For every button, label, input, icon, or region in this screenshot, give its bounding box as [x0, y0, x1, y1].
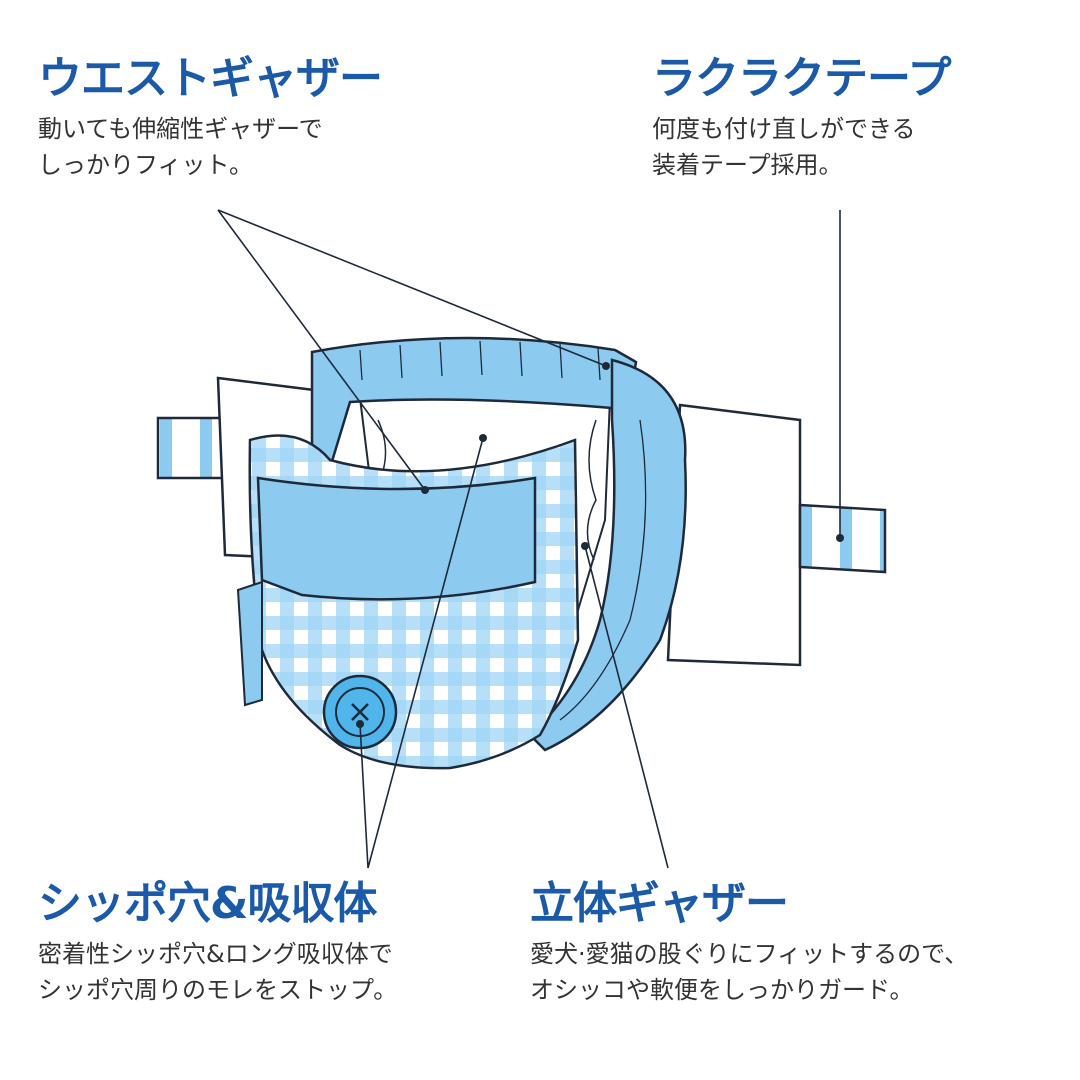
tail-hole-button: [322, 674, 398, 750]
callout-desc: 動いても伸縮性ギャザーで しっかりフィット。: [38, 111, 382, 183]
callout-desc: 愛犬·愛猫の股ぐりにフィットするので、 オシッコや軟便をしっかりガード。: [530, 936, 968, 1008]
callout-title: 立体ギャザー: [530, 878, 789, 929]
leader-dots: [356, 362, 844, 728]
desc-line: 装着テープ採用。: [652, 151, 843, 180]
desc-line: 愛犬·愛猫の股ぐりにフィットするので、: [530, 940, 969, 969]
callout-title: ウエストギャザー: [38, 53, 383, 104]
desc-line: 動いても伸縮性ギャザーで: [38, 115, 323, 144]
callout-tail-hole: シッポ穴&吸収体 密着性シッポ穴&ロング吸収体で シッポ穴周りのモレをストップ。: [38, 878, 397, 1008]
callout-title: シッポ穴&吸収体: [38, 878, 377, 929]
callout-desc: 何度も付け直しができる 装着テープ採用。: [652, 111, 950, 183]
leader-lines: [217, 209, 841, 869]
desc-line: 密着性シッポ穴&ロング吸収体で: [38, 940, 393, 969]
right-back-panel: [666, 403, 802, 667]
left-side-flap: [236, 580, 263, 707]
desc-line: シッポ穴周りのモレをストップ。: [38, 976, 398, 1005]
front-label-panel: [256, 476, 537, 601]
callout-title: ラクラクテープ: [652, 53, 951, 104]
callout-desc: 密着性シッポ穴&ロング吸収体で シッポ穴周りのモレをストップ。: [38, 936, 397, 1008]
right-leg-band: [528, 358, 687, 752]
callout-waist-gather: ウエストギャザー 動いても伸縮性ギャザーで しっかりフィット。: [38, 53, 383, 183]
callout-easy-tape: ラクラクテープ 何度も付け直しができる 装着テープ採用。: [652, 53, 951, 183]
desc-line: オシッコや軟便をしっかりガード。: [530, 976, 914, 1005]
desc-line: しっかりフィット。: [38, 151, 254, 180]
callout-leg-gather: 立体ギャザー 愛犬·愛猫の股ぐりにフィットするので、 オシッコや軟便をしっかりガ…: [530, 878, 968, 1008]
desc-line: 何度も付け直しができる: [652, 115, 916, 144]
